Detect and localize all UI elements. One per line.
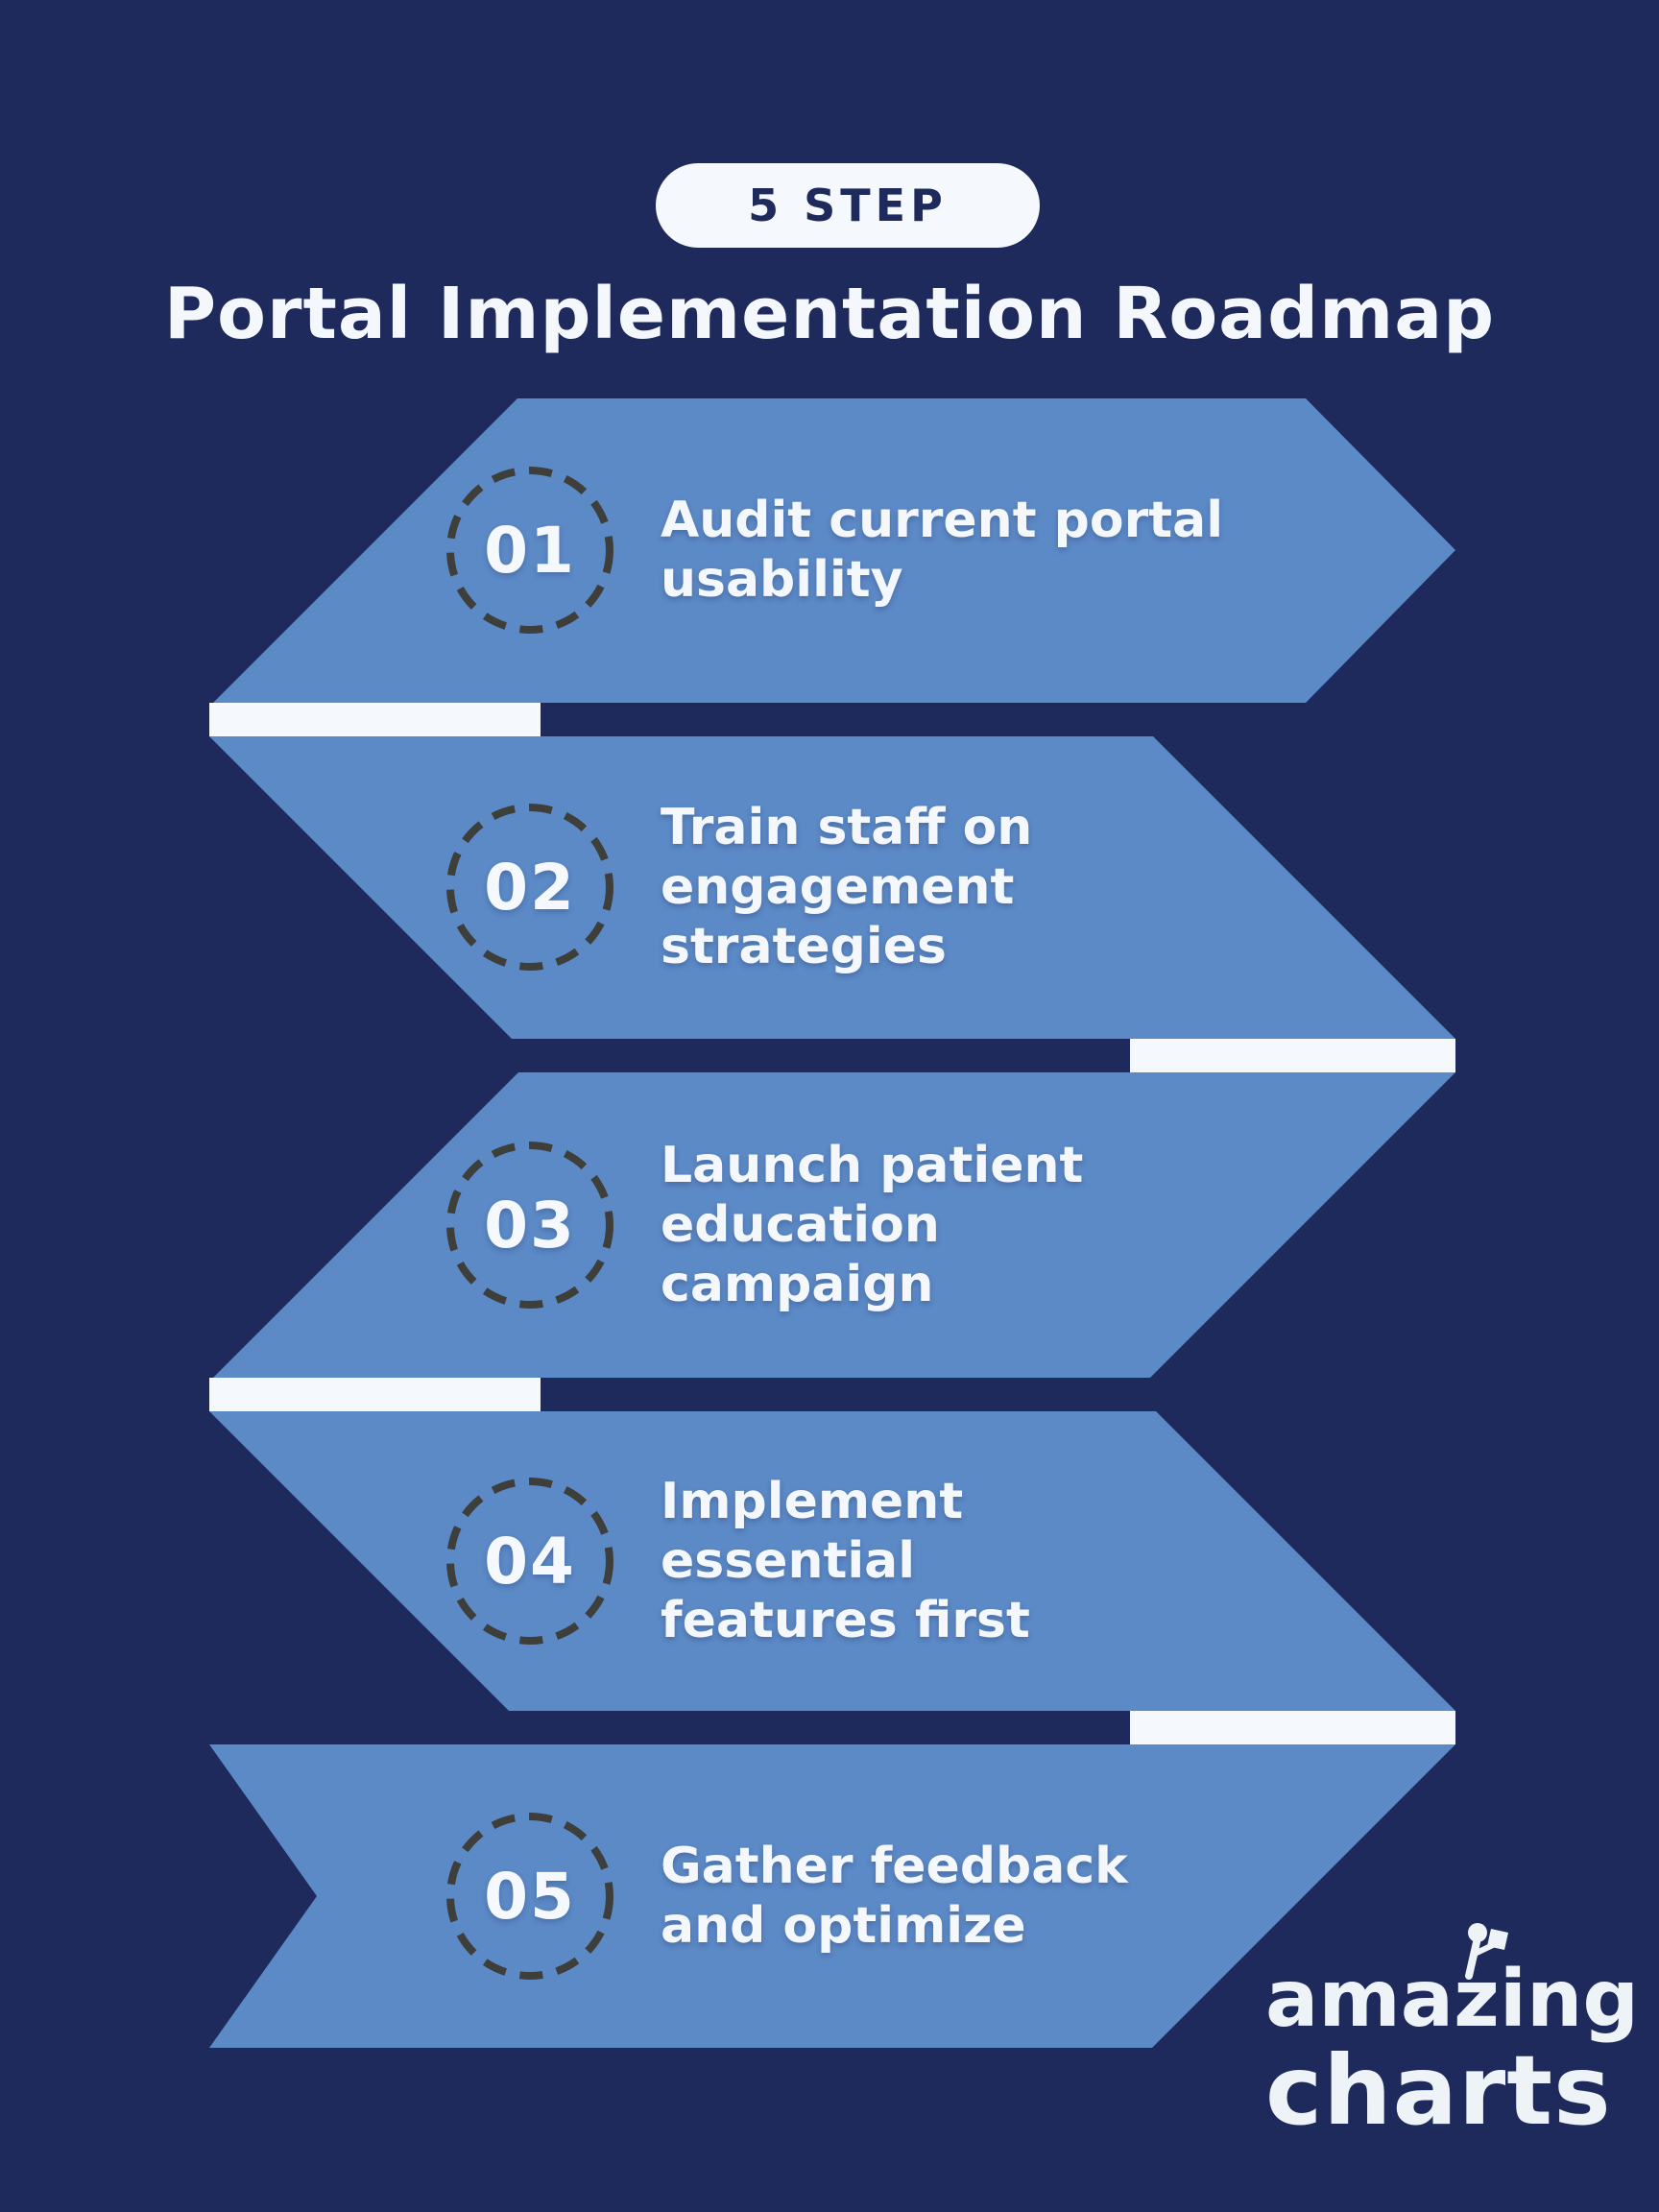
ribbon-fold-connector-2 — [1130, 1039, 1455, 1072]
step-count-badge: 5 STEP — [656, 163, 1040, 248]
step-4-label-line2: essential — [661, 1532, 916, 1590]
arrow-shape-step-4 — [209, 1411, 1455, 1711]
step-5-number-label: 05 — [484, 1859, 576, 1934]
amazing-charts-logo: amazing charts — [1265, 1923, 1640, 2147]
step-2-label: Train staff on engagement strategies — [661, 798, 1313, 976]
step-4-label-line1: Implement — [661, 1473, 964, 1530]
ribbon-fold-connector-4 — [1130, 1711, 1455, 1744]
step-3-label: Launch patient education campaign — [661, 1136, 1313, 1314]
step-5-dashed-circle — [446, 1813, 613, 1980]
step-2-number-label: 02 — [484, 850, 576, 925]
step-4-label-line3: features first — [661, 1592, 1030, 1649]
ribbon-fold-connector-3 — [209, 1378, 541, 1411]
page-title: Portal Implementation Roadmap — [163, 273, 1496, 355]
step-2-number: 02 — [450, 807, 610, 967]
step-2-label-line1: Train staff on — [661, 799, 1033, 856]
step-4-label: Implement essential features first — [661, 1472, 1313, 1650]
step-4-dashed-circle — [446, 1478, 613, 1645]
step-3-number: 03 — [450, 1145, 610, 1305]
step-3-number-label: 03 — [484, 1188, 576, 1262]
step-2-label-line3: strategies — [661, 918, 947, 975]
step-1-dashed-circle — [446, 467, 613, 634]
step-3-dashed-circle — [446, 1142, 613, 1309]
step-3-label-line1: Launch patient — [661, 1137, 1084, 1194]
step-3-label-line2: education — [661, 1196, 940, 1254]
step-2-dashed-circle — [446, 804, 613, 971]
step-1-number-label: 01 — [484, 513, 576, 588]
step-1-label: Audit current portal usability — [661, 491, 1313, 610]
step-5-label-line2: and optimize — [661, 1897, 1026, 1955]
step-3-label-line3: campaign — [661, 1256, 934, 1313]
step-5-number: 05 — [450, 1816, 610, 1976]
stick-figure-icon — [1465, 1923, 1508, 1980]
step-5-label-line1: Gather feedback — [661, 1838, 1128, 1895]
ribbon-fold-connector-1 — [209, 703, 541, 736]
step-4-number-label: 04 — [484, 1524, 576, 1599]
step-1-label-line2: usability — [661, 551, 903, 609]
step-5-label: Gather feedback and optimize — [661, 1837, 1313, 1956]
logo-text-amazing: amazing — [1265, 1954, 1640, 2045]
step-1-number: 01 — [450, 470, 610, 630]
step-count-badge-label: 5 STEP — [748, 180, 948, 231]
step-2-label-line2: engagement — [661, 858, 1015, 916]
step-4-number: 04 — [450, 1481, 610, 1641]
step-1-label-line1: Audit current portal — [661, 492, 1224, 549]
logo-text-charts: charts — [1265, 2034, 1612, 2147]
